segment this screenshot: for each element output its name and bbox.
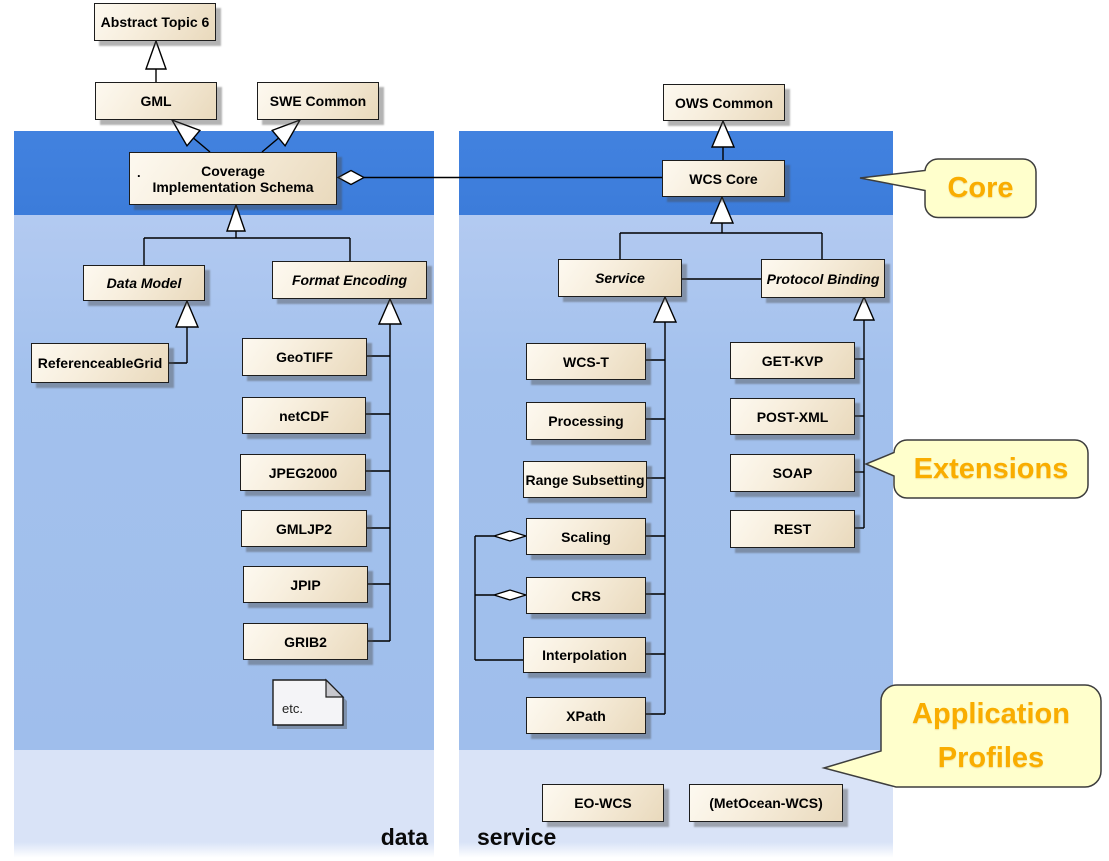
arrowhead-data-model: [174, 299, 200, 328]
connector-lines: [143, 41, 865, 715]
class-box-data-model: Data Model: [83, 265, 205, 301]
class-box-grib2: GRIB2: [243, 623, 368, 660]
data-panel-label: data: [380, 824, 428, 850]
callout-core-label: Core: [947, 172, 1014, 204]
class-box-gml: GML: [95, 82, 217, 120]
arrowhead-gml: [170, 118, 202, 148]
etc-note-label: etc.: [282, 701, 303, 716]
class-box-format-encoding: Format Encoding: [272, 261, 427, 299]
class-box-metocean-wcs: (MetOcean-WCS): [689, 784, 843, 822]
class-box-wcs-t: WCS-T: [526, 343, 646, 380]
arrowhead-swe-common: [271, 118, 302, 148]
arrowhead-service: [652, 295, 678, 323]
class-box-processing: Processing: [526, 402, 646, 440]
class-box-rest: REST: [730, 510, 855, 548]
inheritance-arrowheads: [145, 38, 876, 328]
cis-dot: .: [137, 165, 141, 180]
class-box-abstract-topic-6: Abstract Topic 6: [94, 3, 216, 41]
class-box-post-xml: POST-XML: [730, 398, 855, 435]
arrowhead-format-encoding: [377, 297, 403, 325]
arrowhead-ows-common: [710, 119, 736, 148]
class-box-eo-wcs: EO-WCS: [542, 784, 664, 822]
class-box-range-subsetting: Range Subsetting: [523, 461, 647, 498]
class-box-referenceable-grid: ReferenceableGrid: [31, 343, 169, 383]
etc-note: [272, 678, 347, 729]
class-box-scaling: Scaling: [526, 518, 646, 555]
class-box-netcdf: netCDF: [242, 397, 366, 434]
data-panel-profiles-band: [14, 750, 434, 861]
arrowhead-protocol-binding: [852, 295, 876, 321]
callout-application-profiles-shape: [821, 684, 1102, 788]
arrowhead-cis: [226, 202, 246, 232]
class-box-jpip: JPIP: [243, 566, 368, 603]
class-box-get-kvp: GET-KVP: [730, 342, 855, 379]
callout-shapes: [821, 158, 1102, 788]
cis-label: Coverage Implementation Schema: [152, 162, 314, 195]
class-box-service: Service: [558, 259, 682, 297]
diamond-cis: [336, 169, 366, 186]
class-box-xpath: XPath: [526, 697, 646, 734]
class-box-coverage-implementation-schema: . Coverage Implementation Schema: [129, 152, 337, 205]
arrowhead-abstract-topic6: [145, 38, 167, 70]
class-box-interpolation: Interpolation: [523, 637, 646, 673]
class-box-swe-common: SWE Common: [257, 82, 379, 120]
callout-extensions-label: Extensions: [913, 453, 1069, 485]
class-box-ows-common: OWS Common: [663, 84, 785, 121]
class-box-jpeg2000: JPEG2000: [240, 454, 366, 491]
callout-core-shape: [859, 158, 1037, 219]
callout-application-profiles-label: Application Profiles: [912, 698, 1070, 774]
class-box-wcs-core: WCS Core: [662, 160, 785, 197]
class-box-crs: CRS: [526, 577, 646, 614]
diamond-scaling: [491, 530, 529, 542]
class-box-soap: SOAP: [730, 454, 855, 492]
class-box-geotiff: GeoTIFF: [242, 338, 367, 376]
callout-extensions-shape: [864, 439, 1089, 499]
diamond-crs: [491, 589, 529, 601]
class-box-protocol-binding: Protocol Binding: [761, 259, 885, 298]
arrowhead-wcs-core: [709, 195, 735, 224]
service-panel-label: service: [477, 824, 557, 850]
aggregation-diamonds: [336, 169, 529, 601]
class-box-gmljp2: GMLJP2: [241, 510, 367, 547]
